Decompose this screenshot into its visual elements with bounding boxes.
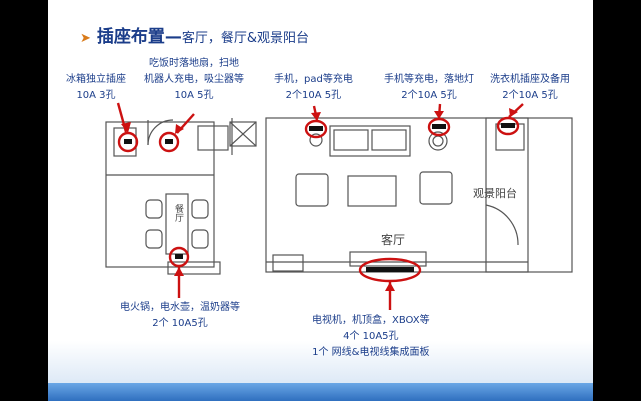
- floor-plan: [105, 102, 573, 310]
- room-label-dining: 餐厅: [173, 204, 183, 222]
- annotation-dining-floor: 吃饭时落地扇，扫地 机器人充电，吸尘器等 10A 5孔: [144, 58, 244, 101]
- page-title: ➤ 插座布置—客厅，餐厅&观景阳台: [80, 22, 309, 47]
- annotation-tv: 电视机，机顶盒，XBOX等 4个 10A5孔 1个 网线&电视线集成面板: [312, 315, 430, 358]
- marker-dining-floor: [158, 131, 180, 153]
- annotation-sofa-right: 手机等充电，落地灯 2个10A 5孔: [384, 74, 474, 101]
- title-sub: 客厅，餐厅&观景阳台: [181, 31, 310, 46]
- annotation-fridge: 冰箱独立插座 10A 3孔: [66, 74, 126, 101]
- walls: [105, 117, 573, 275]
- marker-tv: [358, 257, 422, 283]
- annotation-dining-table: 电火锅，电水壶，温奶器等 2个 10A5孔: [120, 302, 240, 329]
- marker-sofa-left: [304, 119, 328, 139]
- bottom-bar: [48, 383, 593, 401]
- room-label-living: 客厅: [381, 233, 406, 247]
- title-arrow-icon: ➤: [80, 31, 91, 46]
- annotation-sofa-left: 手机，pad等充电 2个10A 5孔: [274, 74, 353, 101]
- socket-symbols: [124, 123, 515, 272]
- title-main: 插座布置—: [96, 27, 182, 47]
- slide: ➤ 插座布置—客厅，餐厅&观景阳台: [48, 0, 593, 401]
- marker-dining-table: [168, 246, 190, 268]
- annotation-washer: 洗衣机插座及备用 2个10A 5孔: [490, 74, 570, 101]
- marker-washer: [496, 116, 520, 136]
- arrow-heads: [121, 108, 518, 291]
- room-label-balcony: 观景阳台: [473, 187, 517, 200]
